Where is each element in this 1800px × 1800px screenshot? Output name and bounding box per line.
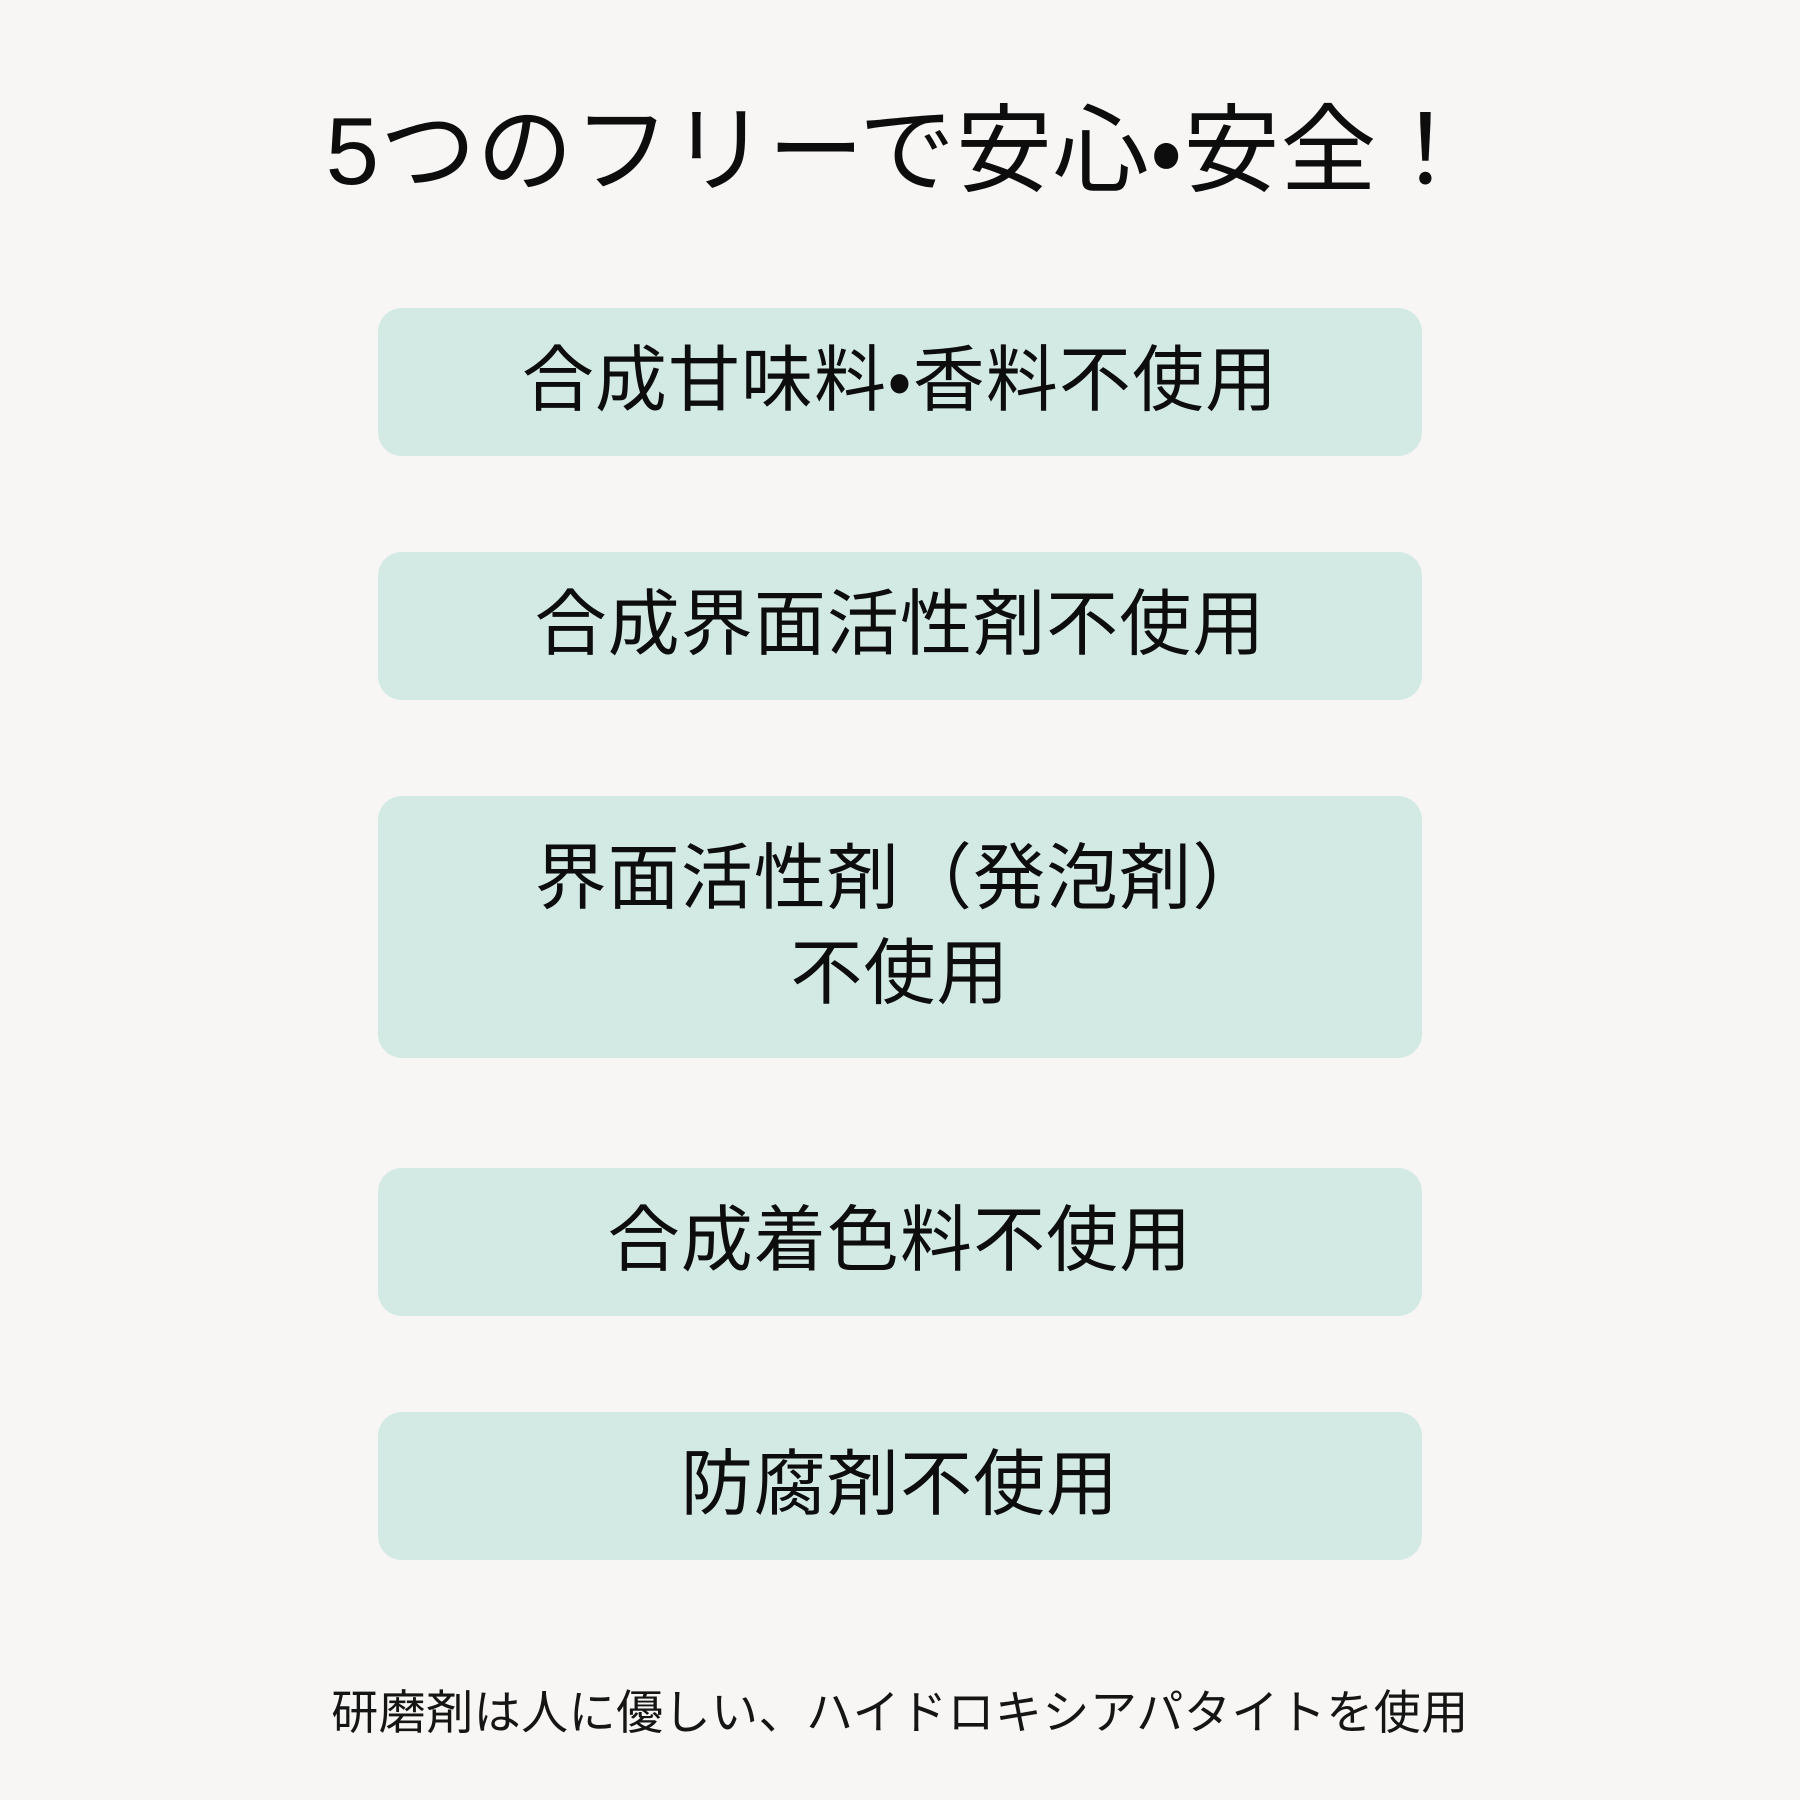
feature-pill-no-synthetic-sweetener-fragrance: 合成甘味料・香料不使用 [378, 308, 1422, 456]
feature-pill-line-1: 合成界面活性剤不使用 [534, 585, 1266, 666]
feature-pill-no-synthetic-colorant: 合成着色料不使用 [378, 1168, 1422, 1316]
feature-pill-text: 界面活性剤（発泡剤） 不使用 [535, 832, 1266, 1022]
feature-pill-no-synthetic-surfactant: 合成界面活性剤不使用 [378, 552, 1422, 700]
feature-pill-line-1: 界面活性剤（発泡剤） [534, 838, 1266, 919]
feature-pill-text: 合成着色料不使用 [608, 1194, 1193, 1289]
feature-pill-text: 防腐剤不使用 [681, 1438, 1119, 1533]
feature-pill-line-1: 防腐剤不使用 [680, 1445, 1120, 1526]
feature-pill-line-2: 不使用 [790, 934, 1010, 1014]
feature-pill-no-surfactant-foaming-agent: 界面活性剤（発泡剤） 不使用 [378, 796, 1422, 1058]
abrasive-footnote: 研磨剤は人に優しい、ハイドロキシアパタイトを使用 [331, 1686, 1469, 1739]
feature-pill-list: 合成甘味料・香料不使用 合成界面活性剤不使用 界面活性剤（発泡剤） 不使用 合成… [378, 308, 1422, 1560]
feature-pill-line-1: 合成甘味料・香料不使用 [521, 341, 1279, 422]
feature-pill-line-1: 合成着色料不使用 [607, 1201, 1193, 1282]
feature-pill-no-preservative: 防腐剤不使用 [378, 1412, 1422, 1560]
feature-pill-text: 合成界面活性剤不使用 [535, 578, 1266, 673]
page-title: 5つのフリーで安心・安全！ [325, 98, 1475, 205]
feature-pill-text: 合成甘味料・香料不使用 [522, 334, 1278, 429]
